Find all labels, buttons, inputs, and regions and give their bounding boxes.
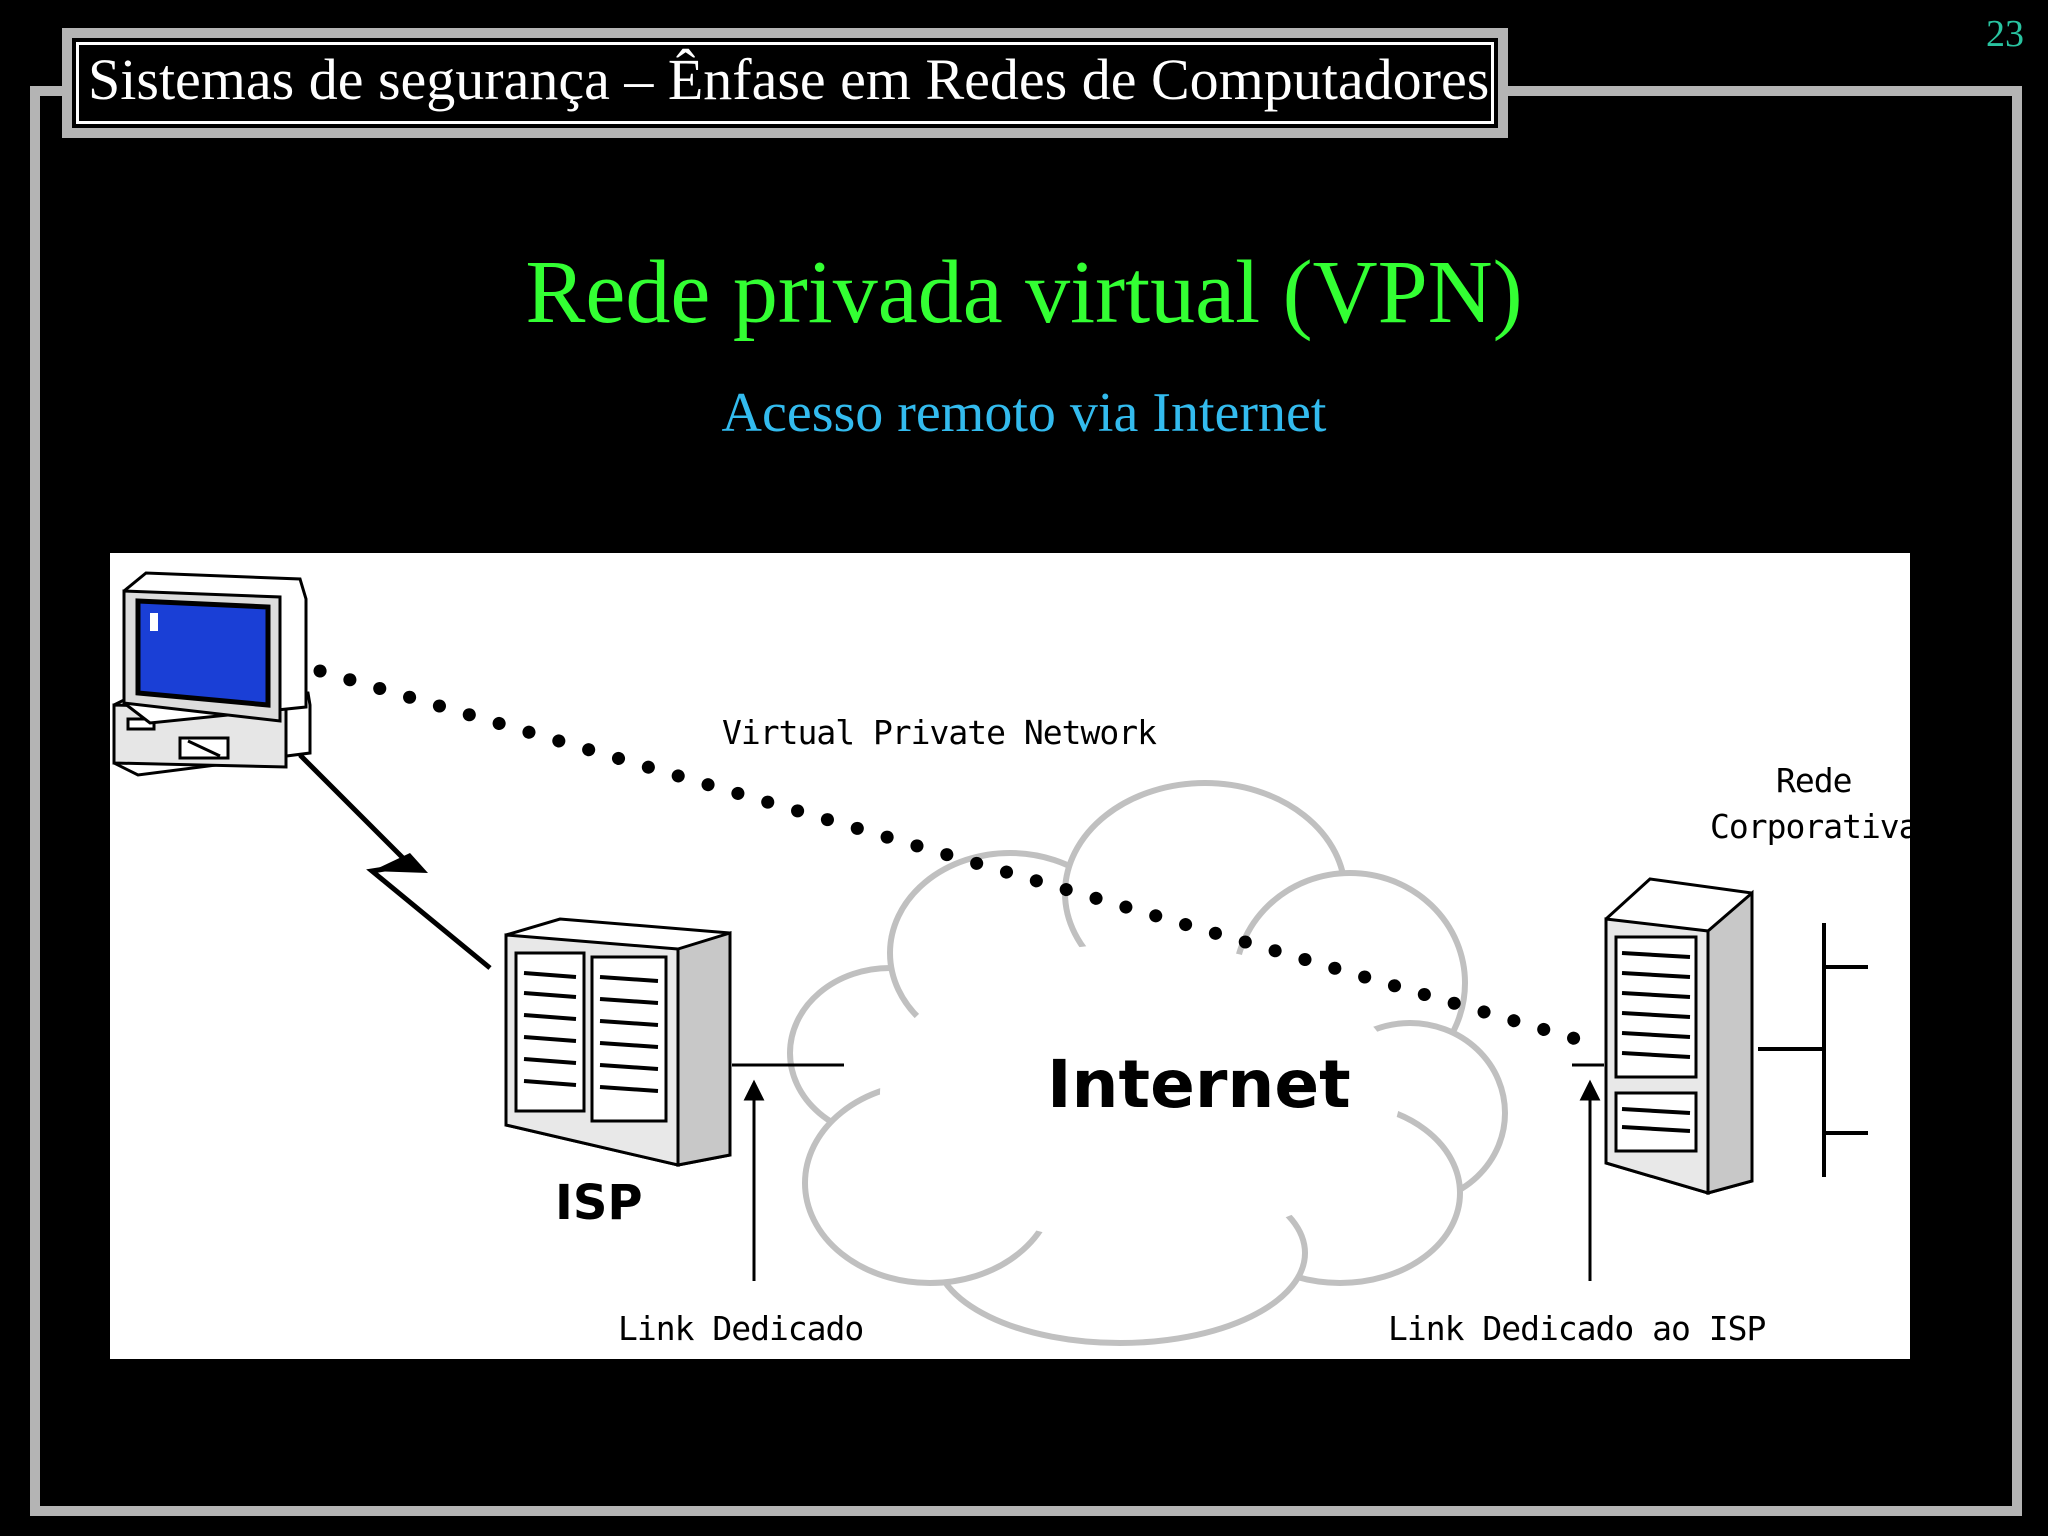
isp-server-icon — [504, 917, 732, 1167]
link-dedicated-label: Link Dedicado — [618, 1309, 864, 1348]
internet-label: Internet — [1047, 1046, 1351, 1123]
header-title: Sistemas de segurança – Ênfase em Redes … — [88, 47, 1490, 112]
vpn-label: Virtual Private Network — [722, 713, 1157, 752]
slide-subtitle: Acesso remoto via Internet — [721, 382, 1327, 444]
corporate-server-icon — [1604, 877, 1754, 1196]
link-dedicated-isp-label: Link Dedicado ao ISP — [1388, 1309, 1766, 1348]
corporate-label-line1: Rede — [1776, 761, 1852, 800]
vpn-diagram: Virtual Private Network Rede Corporativa… — [110, 553, 1919, 1359]
remote-computer-icon — [112, 571, 312, 777]
header-inner-border — [76, 42, 1494, 124]
vpn-tunnel-line — [313, 664, 1597, 1050]
corporate-lan-bus — [1758, 923, 1868, 1177]
header-box — [62, 28, 1508, 138]
corporate-network-label: Rede Corporativa — [1710, 758, 1919, 850]
page-number: 23 — [1986, 13, 2024, 55]
isp-label: ISP — [555, 1175, 643, 1231]
corporate-label-line2: Corporativa — [1710, 807, 1919, 846]
diagram-graphics — [112, 571, 1868, 1346]
slide-title: Rede privada virtual (VPN) — [525, 243, 1523, 342]
dedicated-links — [732, 1063, 1604, 1281]
